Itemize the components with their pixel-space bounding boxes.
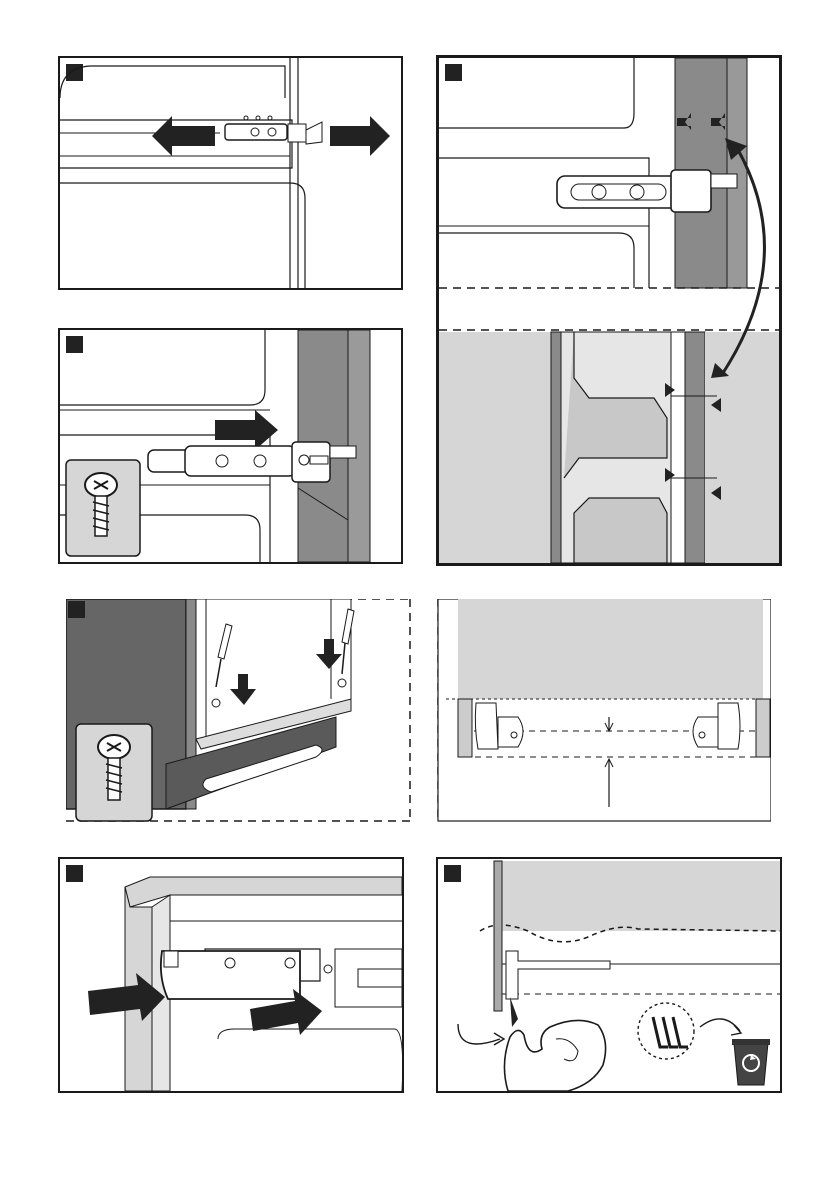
step-5-panel [58,857,404,1093]
cover-cap-icon [161,951,300,999]
step-3-illustration [439,58,779,563]
step-6-panel [436,857,782,1093]
hinge-bracket-icon [557,170,737,212]
step-2-panel [58,328,403,564]
step-5-illustration [60,859,402,1091]
hand-icon [504,1020,605,1091]
hex-key-icon [653,1017,688,1047]
step-4-panel [66,599,771,823]
step-4-illustration [66,599,771,823]
step-3-panel [436,55,782,566]
step-6-illustration [438,859,780,1091]
screw-icon [66,460,140,556]
recycle-bin-icon [732,1039,770,1085]
step-1-illustration [60,58,401,288]
hinge-bracket-icon [148,442,356,482]
right-arrow-icon [215,410,278,450]
screw-icon [76,724,152,821]
step-2-illustration [60,330,401,562]
step-1-panel [58,56,403,290]
